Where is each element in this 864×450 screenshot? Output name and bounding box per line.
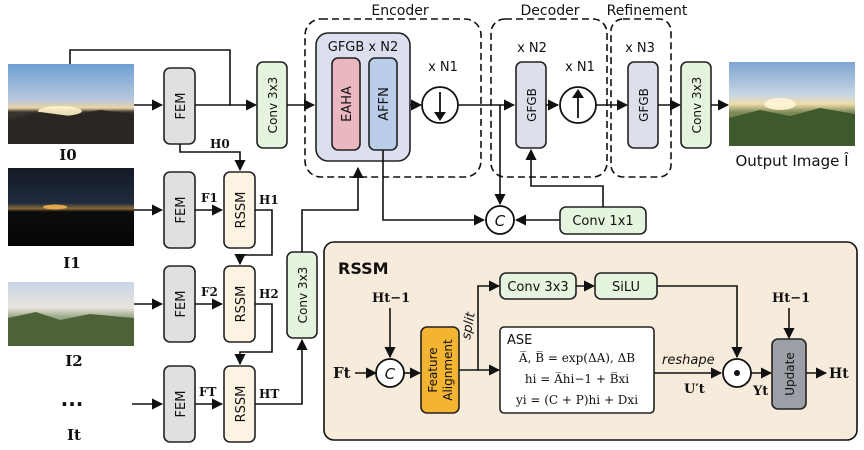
label-h0: H0 <box>210 137 230 151</box>
svg-text:RSSM: RSSM <box>234 386 249 423</box>
encoder-label: Encoder <box>371 3 428 19</box>
svg-text:FEM: FEM <box>174 391 189 418</box>
u-label: U′t <box>684 382 705 397</box>
output-image <box>729 62 855 146</box>
output-label: Output Image Î <box>735 151 849 170</box>
reshape-label: reshape <box>662 353 715 368</box>
svg-text:C: C <box>385 365 396 383</box>
label-i1: I1 <box>63 254 80 272</box>
affn-block: AFFN <box>368 57 398 151</box>
rssm-input-h: Ht−1 <box>372 291 410 306</box>
gfgb-refinement-block: GFGB <box>627 61 659 149</box>
svg-text:FEM: FEM <box>174 197 189 224</box>
svg-text:Conv 1x1: Conv 1x1 <box>572 214 633 229</box>
fem-block-2: FEM <box>163 265 196 343</box>
concat-icon: C <box>485 205 515 235</box>
feature-alignment-block: Feature Alignment <box>420 326 460 414</box>
decoder-repeat-n2: x N2 <box>517 41 547 56</box>
label-ft: FT <box>199 385 217 399</box>
svg-text:Conv 3x3: Conv 3x3 <box>507 280 568 295</box>
decoder-group <box>490 18 608 178</box>
decoder-label: Decoder <box>521 3 580 19</box>
fem-block-t: FEM <box>163 365 196 443</box>
refinement-label: Refinement <box>607 3 688 19</box>
ase-block: ASE A̅, B̅ = exp(ΔA), ΔB hi = A̅hi−1 + B… <box>499 326 655 414</box>
ellipsis: ... <box>61 387 84 411</box>
svg-text:Conv 3x3: Conv 3x3 <box>690 77 704 134</box>
rssm-block-2: RSSM <box>223 265 256 343</box>
svg-text:C: C <box>495 212 506 230</box>
ase-equation-2: hi = A̅hi−1 + B̅xi <box>525 371 629 386</box>
label-i2: I2 <box>65 352 82 370</box>
ase-title: ASE <box>507 333 532 348</box>
eaha-block: EAHA <box>331 57 361 151</box>
rssm-concat-icon: C <box>375 358 405 388</box>
down-sample-icon <box>421 86 459 124</box>
up-sample-icon <box>559 86 597 124</box>
input-image-i0 <box>8 64 134 144</box>
svg-text:Conv 3x3: Conv 3x3 <box>296 267 310 324</box>
refinement-repeat: x N3 <box>625 41 655 56</box>
svg-text:AFFN: AFFN <box>377 87 392 121</box>
svg-text:RSSM: RSSM <box>234 192 249 229</box>
svg-text:SiLU: SiLU <box>612 280 640 295</box>
rssm-block-1: RSSM <box>223 171 256 249</box>
svg-text:GFGB: GFGB <box>637 88 651 122</box>
encoder-group <box>304 18 482 178</box>
rssm-conv3x3-block: Conv 3x3 <box>499 272 577 300</box>
conv3x3-output-block: Conv 3x3 <box>680 61 712 149</box>
gfgb-block-label: GFGB x N2 <box>328 40 399 55</box>
svg-text:Conv 3x3: Conv 3x3 <box>266 77 280 134</box>
label-f2: F2 <box>201 285 218 299</box>
update-block: Update <box>771 338 807 410</box>
refinement-group <box>610 18 672 178</box>
gfgb-decoder-block: GFGB <box>515 61 547 149</box>
svg-text:FEM: FEM <box>174 93 189 120</box>
encoder-repeat-label: x N1 <box>428 60 458 75</box>
split-label: split <box>459 310 479 340</box>
svg-text:FEM: FEM <box>174 291 189 318</box>
conv1x1-block: Conv 1x1 <box>559 206 647 235</box>
label-f1: F1 <box>201 191 218 205</box>
rssm-block-t: RSSM <box>223 365 256 443</box>
rssm-panel-title: RSSM <box>338 259 389 278</box>
decoder-repeat-n1: x N1 <box>565 60 595 75</box>
label-h2: H2 <box>259 287 279 301</box>
conv3x3-fusion-block: Conv 3x3 <box>286 251 318 339</box>
ase-equation-3: yi = (C + P)hi + Dxi <box>515 393 638 407</box>
label-h1: H1 <box>259 193 279 207</box>
multiply-icon <box>722 358 752 388</box>
svg-text:RSSM: RSSM <box>234 286 249 323</box>
svg-text:Alignment: Alignment <box>441 339 455 401</box>
rssm-output-h: Ht <box>829 366 849 382</box>
silu-block: SiLU <box>594 272 658 300</box>
fem-block-0: FEM <box>163 67 196 145</box>
fem-block-1: FEM <box>163 171 196 249</box>
y-label: Yt <box>752 384 768 399</box>
svg-text:GFGB: GFGB <box>525 88 539 122</box>
ase-equation-1: A̅, B̅ = exp(ΔA), ΔB <box>518 350 635 365</box>
svg-text:Feature: Feature <box>426 347 440 392</box>
svg-text:Update: Update <box>783 352 797 395</box>
label-i0: I0 <box>59 146 76 164</box>
conv3x3-top-block: Conv 3x3 <box>256 61 288 149</box>
label-ht: HT <box>259 387 279 401</box>
svg-text:EAHA: EAHA <box>340 86 355 122</box>
input-image-i2 <box>8 282 134 346</box>
label-it: It <box>67 426 81 444</box>
rssm-input-f: Ft <box>333 364 351 382</box>
rssm-h-prev: Ht−1 <box>772 291 810 306</box>
input-image-i1 <box>8 168 134 246</box>
